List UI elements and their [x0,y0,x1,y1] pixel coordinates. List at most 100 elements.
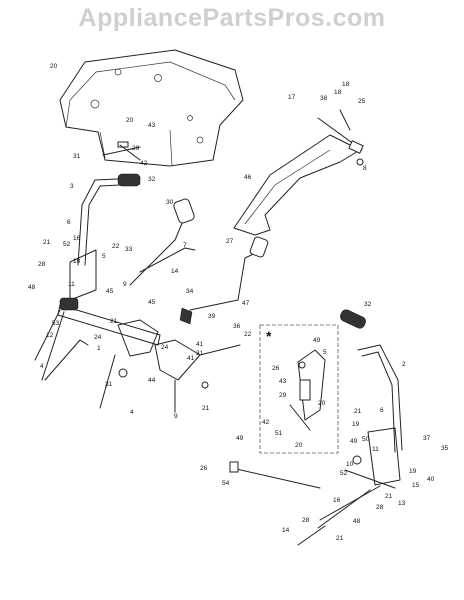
callout-37: 37 [423,435,431,442]
callout-20: 20 [295,442,303,449]
callout-17: 17 [288,94,296,101]
callout-11: 11 [68,281,75,288]
callout-53: 53 [52,320,60,327]
callout-9: 9 [123,281,127,288]
callout-2: 2 [402,361,406,368]
callout-10: 10 [73,258,81,265]
left-lever-assembly [34,173,161,409]
callout-39: 39 [208,313,216,320]
callout-40: 40 [427,476,435,483]
callout-49: 49 [313,337,321,344]
inset-asterisk: * [266,328,272,344]
callout-3: 3 [70,183,74,190]
callout-42: 42 [262,419,270,426]
callout-31: 31 [73,153,81,160]
callout-14: 14 [171,268,179,275]
callout-12: 12 [46,332,54,339]
callout-26: 26 [272,365,280,372]
callout-18: 18 [342,81,350,88]
callout-43: 43 [148,122,156,129]
callout-15: 15 [412,482,420,489]
pedal-handle [129,198,196,286]
callout-5: 5 [102,253,106,260]
callout-41: 41 [196,341,204,348]
callout-4: 4 [130,409,134,416]
callout-21: 21 [336,535,344,542]
callout-18: 18 [334,89,342,96]
control-rod [179,236,269,325]
callout-13: 13 [398,500,406,507]
callout-31: 31 [196,350,204,357]
callout-51: 51 [275,430,283,437]
callout-9: 9 [174,413,178,420]
callout-16: 16 [73,235,81,242]
right-lever-assembly [297,309,403,546]
callout-46: 46 [244,174,252,181]
callout-43: 43 [279,378,287,385]
callout-34: 34 [186,288,194,295]
callout-29: 29 [132,145,140,152]
callout-52: 52 [63,241,71,248]
upper-link [102,141,141,161]
fender-panel [59,49,244,167]
callout-45: 45 [148,299,156,306]
callout-26: 26 [200,465,208,472]
callout-32: 32 [364,301,372,308]
watermark: AppliancePartsPros.com [78,4,386,32]
callout-30: 30 [166,199,174,206]
callout-11: 11 [372,446,379,453]
callout-54: 54 [222,480,230,487]
callout-20: 20 [126,117,134,124]
callout-20: 20 [50,63,58,70]
callout-38: 38 [320,95,328,102]
callout-20: 20 [318,400,326,407]
callout-32: 32 [148,176,156,183]
callout-8: 8 [363,165,367,172]
callout-21: 21 [354,408,362,415]
callout-36: 36 [233,323,241,330]
callout-6: 6 [67,219,71,226]
callout-16: 16 [333,497,341,504]
callout-28: 28 [376,504,384,511]
callout-35: 35 [441,445,449,452]
callout-6: 6 [380,407,384,414]
callout-27: 27 [226,238,234,245]
callout-41: 41 [187,355,195,362]
callout-21: 21 [202,405,210,412]
callout-7: 7 [183,242,187,249]
callout-42: 42 [140,160,148,167]
callout-48: 48 [353,518,361,525]
callout-50: 50 [362,436,370,443]
callout-48: 48 [28,284,36,291]
callout-21: 21 [110,318,118,325]
callout-47: 47 [242,300,250,307]
callout-28: 28 [38,261,46,268]
callout-49: 49 [350,438,358,445]
callout-25: 25 [358,98,366,105]
callout-22: 22 [112,243,120,250]
adjuster-rod [229,461,321,489]
callout-19: 19 [409,468,417,475]
callout-24: 24 [161,344,169,351]
callout-1: 1 [97,345,101,352]
callout-5: 5 [323,349,327,356]
callout-21: 21 [43,239,51,246]
callout-24: 24 [94,334,102,341]
callout-33: 33 [125,246,133,253]
callout-10: 10 [346,461,354,468]
callout-49: 49 [236,435,244,442]
lower-bracket [118,339,241,413]
callout-22: 22 [244,331,252,338]
callout-19: 19 [352,421,360,428]
callout-45: 45 [106,288,114,295]
callout-4: 4 [40,363,44,370]
callout-28: 28 [302,517,310,524]
callout-29: 29 [279,392,287,399]
lift-handle-assembly [233,109,364,236]
callout-44: 44 [148,377,156,384]
inset-box: * [259,324,339,454]
callout-14: 14 [282,527,290,534]
callout-52: 52 [340,470,348,477]
callout-labels: 20 20 43 29 31 42 17 18 18 38 25 8 46 3 … [28,63,449,542]
